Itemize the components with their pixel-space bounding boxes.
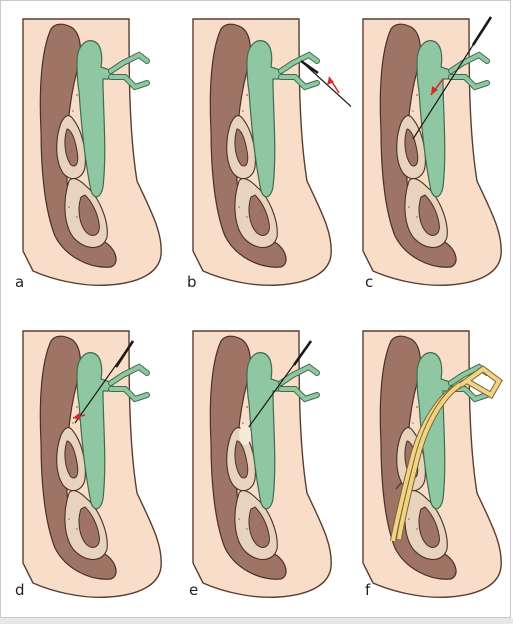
advance-arrowhead (431, 86, 438, 95)
opened-bone-area (239, 425, 251, 445)
panel-d: d (11, 323, 181, 623)
panel-a-drawing (11, 11, 181, 311)
panel-c: c (351, 11, 513, 311)
panel-a-label: a (15, 273, 25, 291)
panel-b-label: b (187, 273, 197, 291)
panel-e-label: e (189, 581, 199, 599)
panel-c-drawing (351, 11, 513, 311)
panel-d-drawing (11, 323, 181, 623)
pointer-mark (395, 482, 402, 490)
panel-c-label: c (365, 273, 374, 291)
bottom-strip (0, 618, 513, 624)
panel-d-label: d (15, 581, 25, 599)
stent-loop (459, 366, 502, 398)
panel-e-drawing (181, 323, 351, 623)
panel-a: a (11, 11, 181, 311)
probe-shaft (114, 340, 135, 368)
panel-f-drawing (351, 323, 513, 623)
probe-shaft (471, 16, 493, 46)
panel-f-label: f (365, 581, 371, 599)
stent-tube-2 (397, 379, 468, 540)
panel-f: f (351, 323, 513, 623)
panel-e: e (181, 323, 351, 623)
panel-b-drawing (181, 11, 351, 311)
probe-shaft (292, 340, 313, 366)
probe-wire (300, 60, 351, 108)
insert-arrowhead (327, 77, 334, 85)
panel-b: b (181, 11, 351, 311)
probe-tip (300, 59, 319, 75)
puncture-arrowhead (73, 413, 80, 420)
